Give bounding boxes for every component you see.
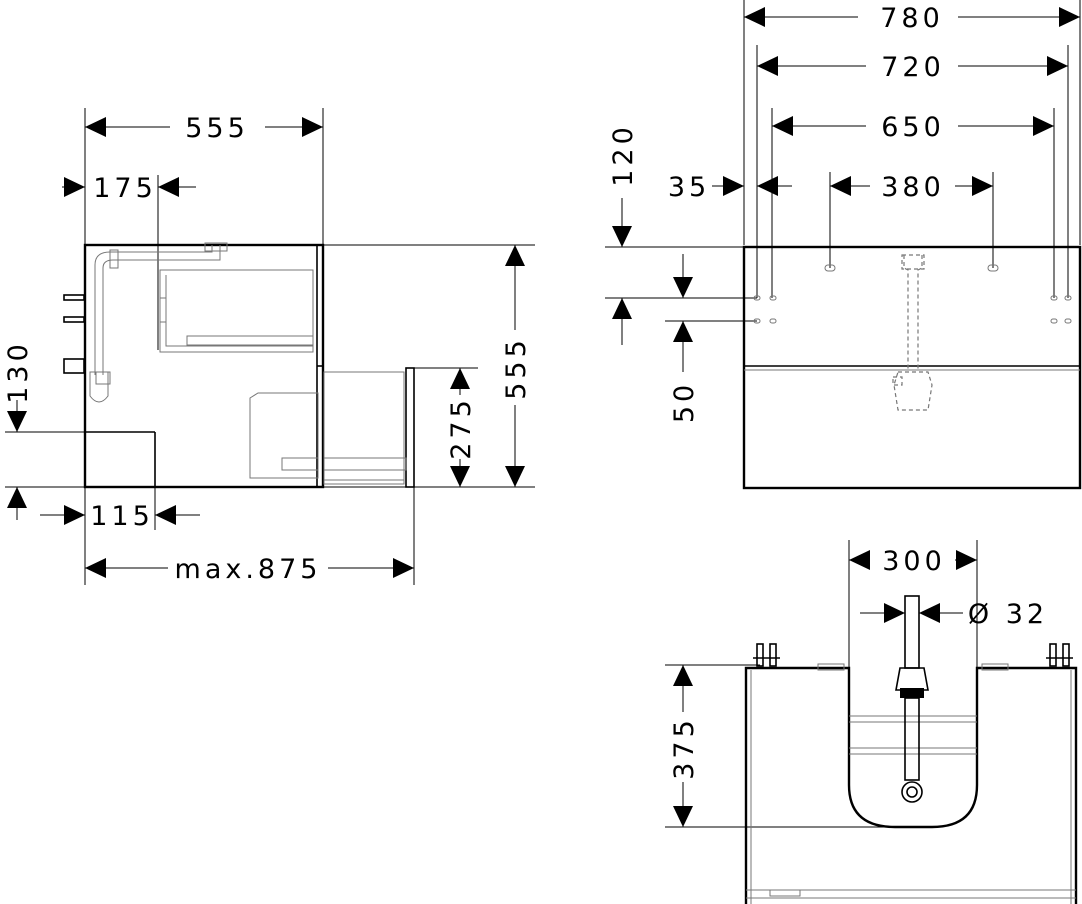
side-width-label: 555 [185,113,249,144]
arrow-head [972,176,993,196]
arrow-head [673,277,693,298]
arrow-head [155,505,176,525]
arrow-head [505,245,525,266]
upper-drawer [159,269,314,353]
pipe-diameter-label: Ø 32 [968,599,1048,630]
depth-label: 375 [669,716,700,780]
arrow-head [673,806,693,827]
arrow-head [505,466,525,487]
inner-width-label: 720 [881,52,945,83]
arrow-head [450,466,470,487]
edge-offset-label: 35 [668,172,710,203]
arrow-head [772,116,793,136]
arrow-head [956,550,977,570]
siphon-pipe [895,595,929,803]
arrow-head [7,487,27,508]
wall-valves [63,294,85,374]
arrow-head [1047,56,1068,76]
side-view: 555 175 555 275 130 115 [3,108,535,585]
arrow-head [884,603,905,623]
rail-width-label: 650 [881,112,945,143]
arrow-head [757,176,778,196]
arrow-head [158,177,179,197]
drawer-handle [769,889,801,897]
arrow-head [723,176,744,196]
drawer-open-label: max.875 [175,554,322,585]
hinge-right [1046,643,1073,667]
top-cabinet-outline [744,666,1078,904]
wall-offset-label: 115 [90,501,154,532]
arrow-head [85,117,106,137]
arrow-head [64,177,85,197]
top-offset-label: 120 [608,123,639,187]
cutout-width-label: 300 [882,546,946,577]
arrow-head [744,7,765,27]
cabinet-outline [83,243,325,489]
arrow-head [85,558,106,578]
bracket [981,663,1009,671]
arrow-head [757,56,778,76]
front-cabinet-outline [742,245,1082,490]
arrow-head [612,298,632,319]
arrow-head [612,226,632,247]
bracket [817,663,845,671]
row-spacing-label: 50 [669,381,700,423]
front-view: 780 720 650 380 35 120 [605,0,1082,490]
mounting-holes [753,264,1072,324]
arrow-head [7,411,27,432]
side-height-label: 555 [501,336,532,400]
arrow-head [1059,7,1080,27]
siphon-height-label: 130 [3,340,34,404]
arrow-head [830,176,851,196]
arrow-head [919,603,940,623]
label-backdrop [448,395,472,459]
hidden-siphon [892,254,933,411]
drawer-height-label: 275 [446,396,477,460]
arrow-head [1033,116,1054,136]
lower-drawer [249,367,415,488]
hinge-left [753,643,780,667]
arrow-head [450,368,470,389]
arrow-head [64,505,85,525]
arrow-head [393,558,414,578]
hole-spacing-label: 380 [881,172,945,203]
arrow-head [302,117,323,137]
overall-width-label: 780 [880,3,944,34]
siphon [89,242,228,403]
arrow-head [849,550,870,570]
arrow-head [673,321,693,342]
arrow-head [673,665,693,686]
offset-label: 175 [93,173,157,204]
top-view: 300 Ø 32 375 [665,540,1078,904]
